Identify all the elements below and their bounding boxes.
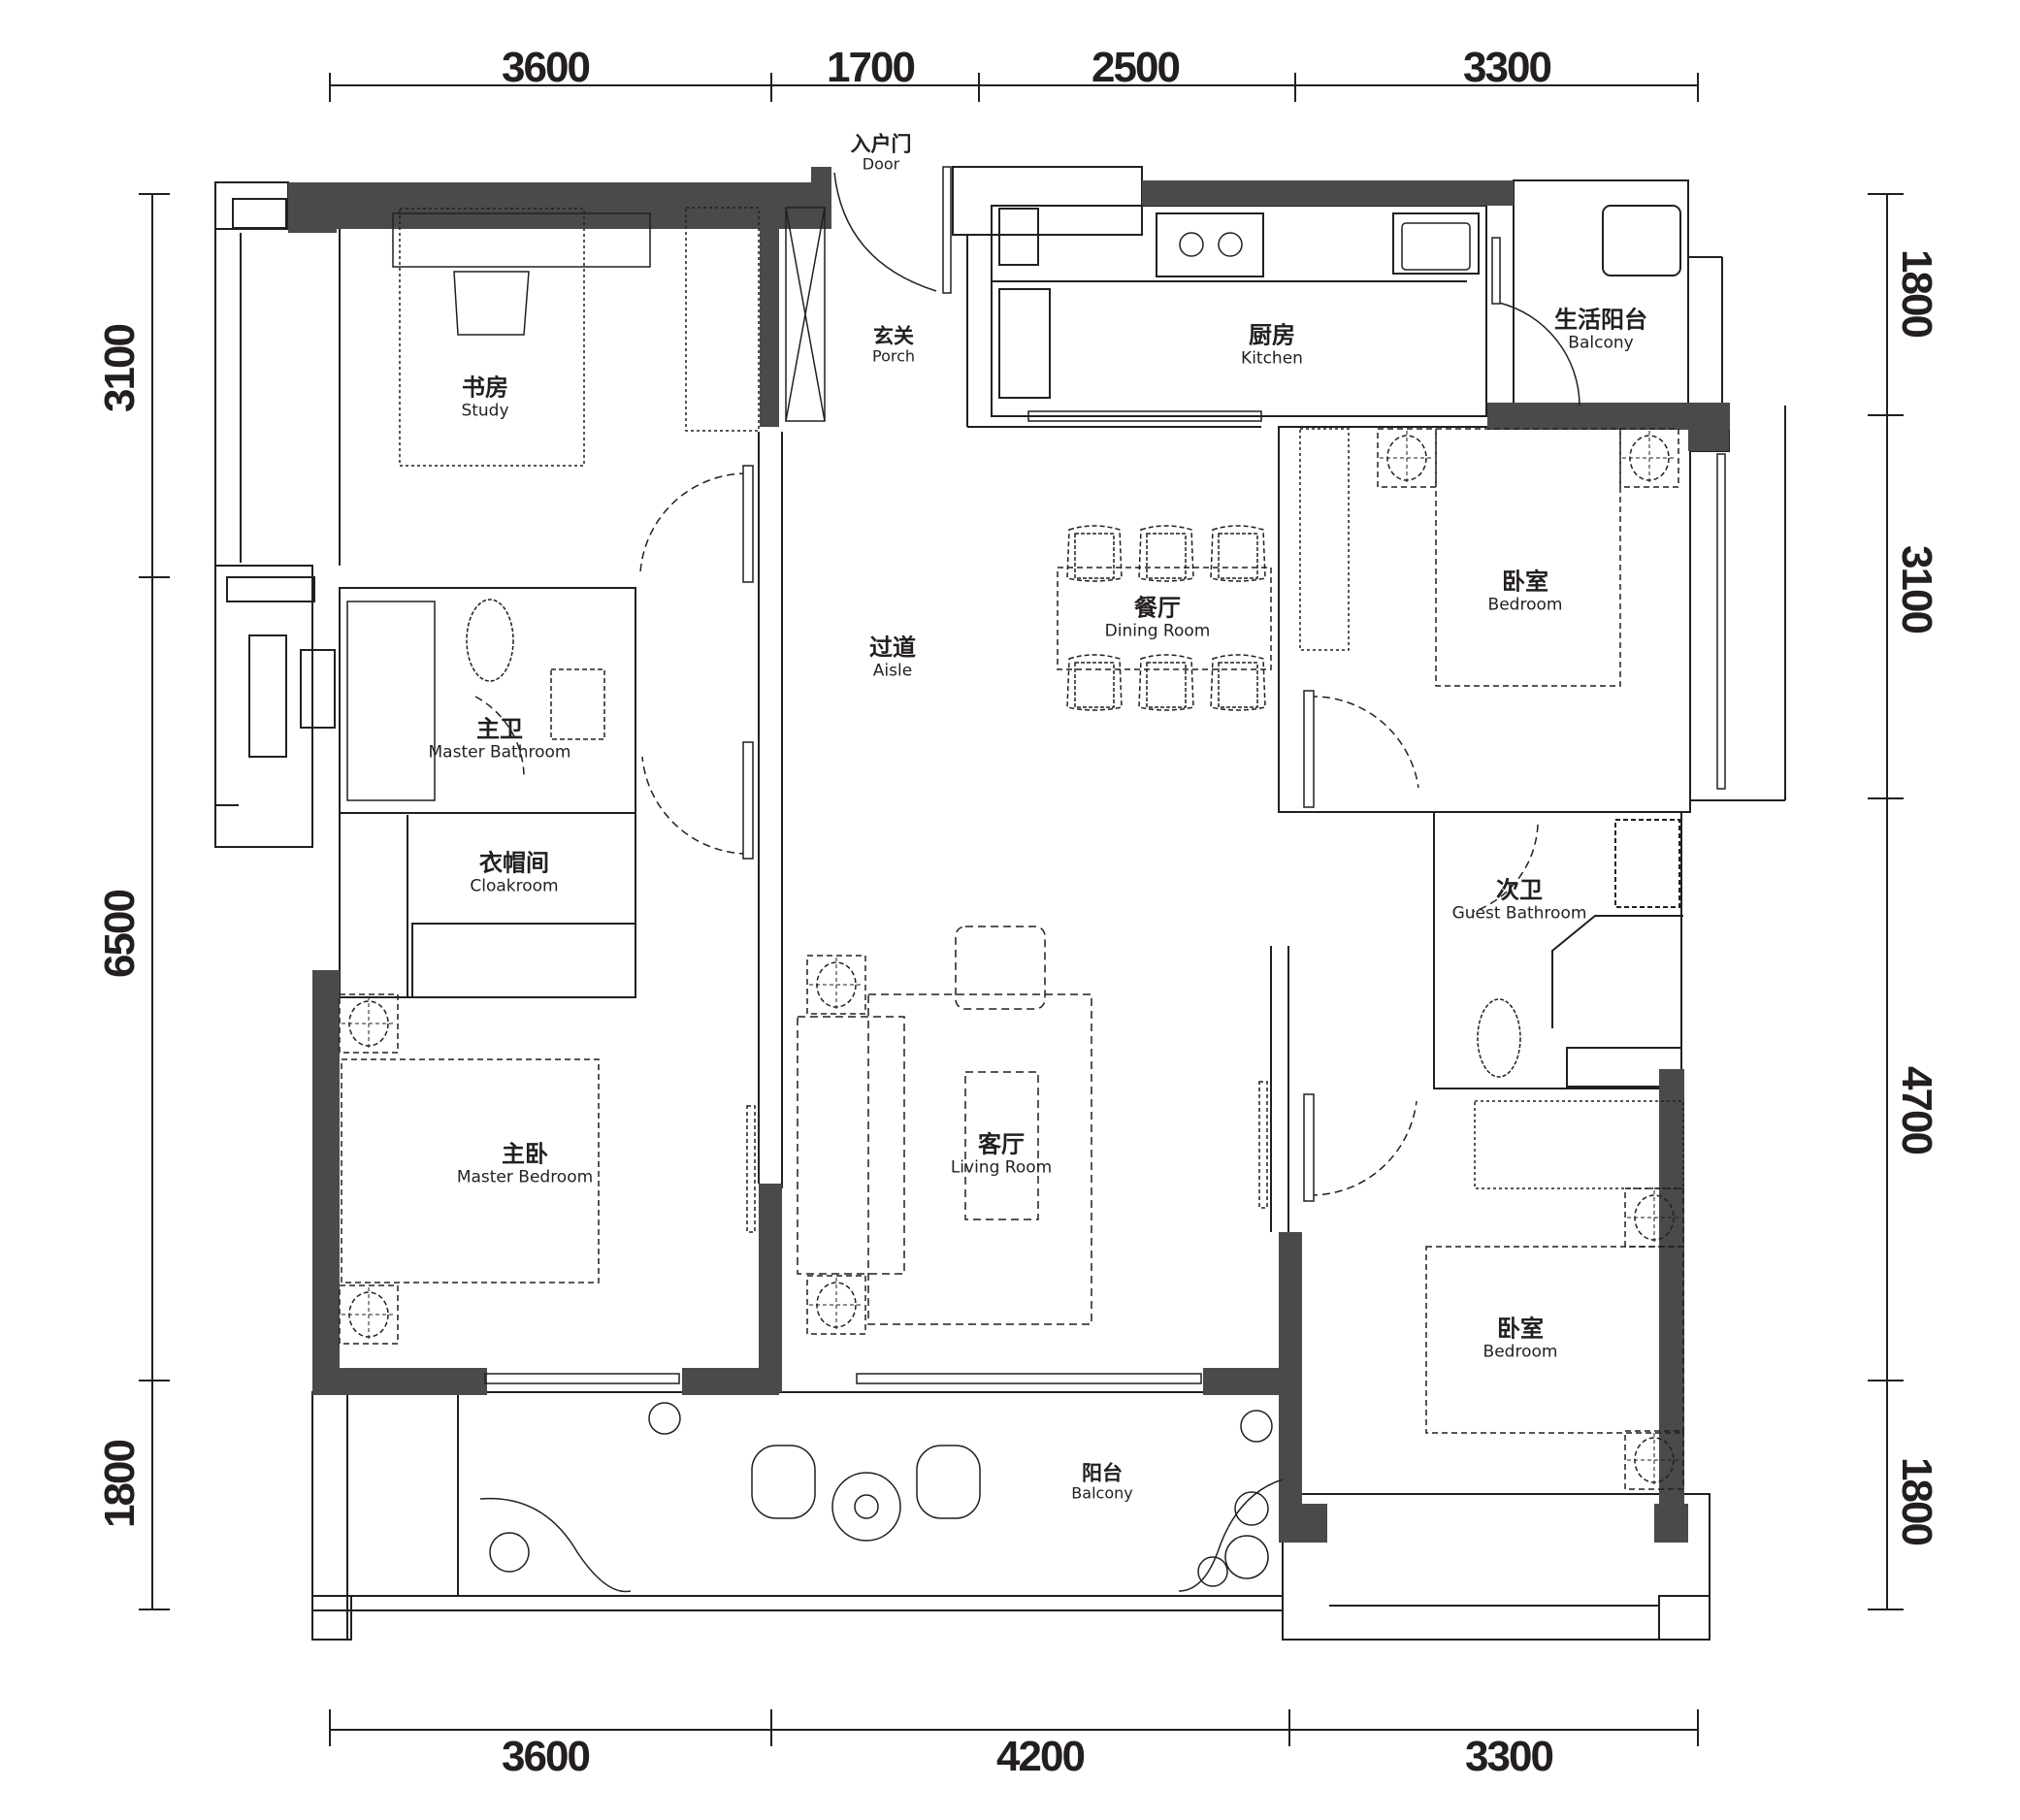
dimension-right-2: 3100: [1893, 545, 1940, 633]
room-label-utility-balcony: 生活阳台 Balcony: [1554, 306, 1647, 353]
dimension-right-1: 1800: [1893, 249, 1940, 337]
room-label-guest-bathroom: 次卫 Guest Bathroom: [1451, 876, 1587, 924]
furniture: [339, 207, 1684, 1593]
dimension-left-2: 6500: [96, 891, 144, 978]
room-label-master-bedroom: 主卧 Master Bedroom: [456, 1140, 594, 1187]
room-label-study: 书房 Study: [461, 374, 509, 421]
dimension-top-2: 1700: [827, 44, 916, 91]
room-label-living-room: 客厅 Living Room: [950, 1130, 1053, 1178]
dimension-right-4: 1800: [1893, 1457, 1940, 1544]
room-label-entry-door: 入户门 Door: [850, 132, 912, 174]
doors: [474, 166, 1580, 1202]
dimension-top-3: 2500: [1091, 44, 1181, 91]
windows: [484, 410, 1726, 1384]
structural-walls: [288, 167, 1730, 1543]
dimension-lines: [139, 73, 1904, 1746]
room-label-kitchen: 厨房 Kitchen: [1241, 321, 1303, 369]
thin-walls: [214, 166, 1786, 1641]
dimension-top-1: 3600: [502, 44, 591, 91]
room-label-bedroom-south: 卧室 Bedroom: [1482, 1315, 1558, 1362]
dimension-bottom-3: 3300: [1465, 1733, 1554, 1780]
room-label-aisle: 过道 Aisle: [869, 634, 916, 681]
room-label-balcony: 阳台 Balcony: [1071, 1461, 1133, 1503]
room-label-bedroom-north: 卧室 Bedroom: [1487, 568, 1563, 615]
dimension-left-3: 1800: [96, 1441, 144, 1528]
dimension-bottom-2: 4200: [996, 1733, 1086, 1780]
room-label-dining-room: 餐厅 Dining Room: [1104, 594, 1211, 641]
room-label-master-bathroom: 主卫 Master Bathroom: [428, 715, 571, 763]
dimension-right-3: 4700: [1893, 1066, 1940, 1154]
room-label-cloakroom: 衣帽间 Cloakroom: [470, 849, 559, 896]
room-label-porch: 玄关 Porch: [871, 324, 916, 366]
dimension-top-4: 3300: [1463, 44, 1552, 91]
dimension-bottom-1: 3600: [502, 1733, 591, 1780]
dimension-left-1: 3100: [96, 325, 144, 412]
